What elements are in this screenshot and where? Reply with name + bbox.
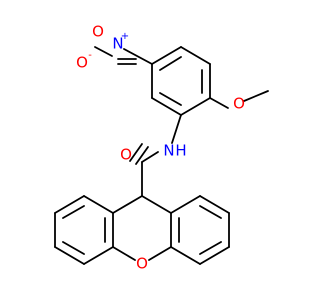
- bond-aryl-inner-a: [159, 56, 182, 71]
- bond-right-inner-b: [199, 241, 222, 255]
- bond-carbonyl-a: [129, 143, 143, 162]
- bond-aryl-5-6: [151, 97, 182, 116]
- bond-amide-n-c: [141, 151, 159, 163]
- bond-left-2-3: [54, 195, 85, 214]
- atom-nitro-o-bottom: O: [92, 23, 104, 41]
- bond-ring-amide-n: [171, 114, 182, 144]
- bond-xanthene-c9-left: [112, 195, 143, 214]
- bond-aryl-1-2: [151, 46, 182, 65]
- atom-methoxy-o: O: [233, 95, 245, 113]
- bond-left-1-2: [83, 195, 114, 214]
- bond-aryl-4-5: [180, 97, 211, 116]
- bond-left-4-5: [54, 246, 85, 265]
- bond-carbonyl-b: [135, 146, 149, 165]
- atom-carbonyl-o: O: [120, 146, 132, 164]
- molecule-diagram: O - N + O O N H O O: [54, 23, 269, 273]
- bond-nitro-n-ring: [123, 48, 153, 65]
- atom-xanthene-o: O: [136, 255, 148, 273]
- charge-negative: -: [88, 50, 92, 61]
- bond-left-inner-b: [62, 241, 85, 255]
- atom-nitro-n: N: [112, 35, 123, 53]
- bond-aryl-inner-c: [159, 92, 182, 106]
- bond-right-4-5: [199, 246, 230, 265]
- bond-ring-methoxy-o: [209, 97, 229, 109]
- atom-amide-h: H: [175, 142, 186, 160]
- atom-amide-n: N: [163, 142, 174, 160]
- bond-left-ring-to-o: [112, 246, 136, 261]
- bond-xanthene-c9-right: [141, 195, 172, 214]
- bond-left-5-6: [83, 246, 114, 265]
- bond-left-inner-a: [62, 205, 85, 219]
- charge-positive: +: [121, 31, 129, 42]
- molecule-canvas: O - N + O O N H O O: [54, 22, 269, 273]
- bond-right-5-6: [170, 246, 201, 265]
- bond-right-2-3: [199, 195, 230, 214]
- bond-aryl-2-3: [180, 46, 211, 65]
- bond-right-ring-to-o: [148, 246, 172, 261]
- bond-right-inner-a: [199, 205, 222, 219]
- atom-nitro-o-top: O: [76, 54, 88, 72]
- bond-right-1-2: [170, 195, 201, 214]
- bond-methoxy-o-methyl: [243, 90, 269, 102]
- bond-nitro-n-o-single: [94, 46, 113, 57]
